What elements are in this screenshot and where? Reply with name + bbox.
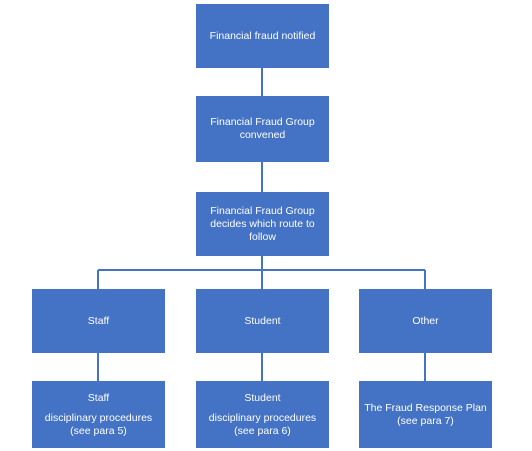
node-fraud-response-plan-line2: (see para 7) bbox=[397, 414, 454, 427]
node-staff: Staff bbox=[32, 289, 165, 353]
node-staff-procedures-line1: Staff bbox=[87, 391, 110, 404]
node-group-convened-line1: Financial Fraud Group bbox=[210, 116, 315, 128]
node-financial-fraud-notified: Financial fraud notified bbox=[196, 4, 329, 68]
node-fraud-response-plan: The Fraud Response Plan (see para 7) bbox=[359, 381, 492, 448]
node-student-procedures-line1: Student bbox=[244, 391, 281, 404]
node-staff-procedures-line3: (see para 5) bbox=[70, 424, 127, 437]
node-student: Student bbox=[196, 289, 329, 353]
node-student-label: Student bbox=[244, 314, 281, 327]
node-other-label: Other bbox=[412, 314, 439, 327]
node-group-decides-route: Financial Fraud Group decides which rout… bbox=[196, 192, 329, 256]
node-staff-disciplinary-procedures: Staff disciplinary procedures (see para … bbox=[32, 381, 165, 448]
node-group-convened: Financial Fraud Group convened bbox=[196, 96, 329, 162]
node-staff-procedures-line2: disciplinary procedures bbox=[44, 411, 153, 424]
node-student-procedures-line2: disciplinary procedures bbox=[208, 411, 317, 424]
node-group-decides-route-line3: follow bbox=[249, 230, 276, 243]
node-staff-label: Staff bbox=[87, 314, 110, 327]
node-group-decides-route-line2: decides which route to bbox=[210, 217, 315, 230]
node-financial-fraud-notified-label: Financial fraud notified bbox=[209, 29, 316, 42]
node-student-procedures-line3: (see para 6) bbox=[234, 424, 291, 437]
node-student-disciplinary-procedures: Student disciplinary procedures (see par… bbox=[196, 381, 329, 448]
node-group-decides-route-line1: Financial Fraud Group bbox=[210, 204, 315, 217]
node-other: Other bbox=[359, 289, 492, 353]
node-group-convened-line2: convened bbox=[239, 129, 286, 141]
node-fraud-response-plan-line1: The Fraud Response Plan bbox=[364, 401, 487, 414]
